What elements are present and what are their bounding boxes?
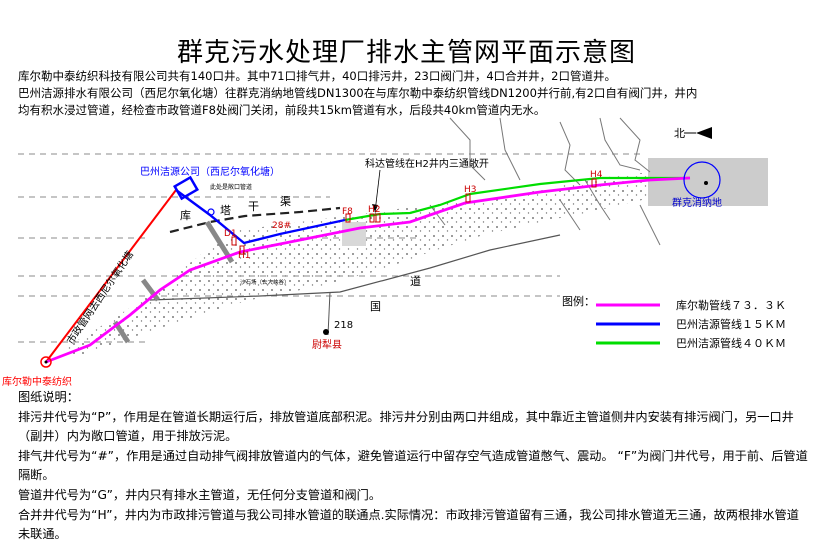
wells <box>231 178 597 255</box>
canal-char-3: 干 <box>248 200 259 213</box>
intro-line-2: 巴州洁源排水有限公司（西尼尔氧化塘）往群克消纳地管线DN1300在与库尔勒中泰纺… <box>18 86 698 100</box>
terrain-band <box>60 172 650 356</box>
county-dot <box>323 329 329 335</box>
legend-title: 图例： <box>562 294 595 308</box>
kuerle-plant-marker <box>40 356 52 368</box>
well-h1-label: H1 <box>238 251 251 261</box>
road-number: 218 <box>334 320 353 331</box>
qunke-site-marker <box>683 161 721 199</box>
road-char-1: 道 <box>410 274 421 288</box>
notes-paragraph-3: 管道井代号为“G”，井内只有排水主管道，无任何分支管道和阀门。 <box>18 487 382 502</box>
kuta-canal <box>169 206 341 234</box>
bazhou-40km-pipe <box>344 176 690 222</box>
well-labels: D1 H1 28# F8 H2 H3 H4 <box>224 170 603 261</box>
pipeline-map: 北 巴州洁源公司（西尼尔氧化塘） 库尔勒中泰纺织 群克消纳地 科达管线在H2井内… <box>2 117 786 388</box>
well-h2-mark-a <box>369 213 375 223</box>
open-pipe-note: 此处是敞口管道 <box>210 183 252 191</box>
sand-site-label: 沙石场（去大峡谷） <box>240 278 290 286</box>
bazhou-15km-pipe <box>175 189 346 245</box>
well-h3-mark <box>465 193 471 203</box>
open-pipe-well <box>207 208 215 216</box>
gully-lines <box>429 117 661 246</box>
kuerle-pipe <box>45 176 691 364</box>
well-f8-mark <box>345 213 351 223</box>
well-h2-mark-b <box>375 213 381 223</box>
well-h3-label: H3 <box>464 185 477 195</box>
well-h2-label: H2 <box>368 205 381 215</box>
legend-label-bazhou-15: 巴州洁源管线１５ＫＭ <box>676 317 786 331</box>
qunke-site-dot <box>704 181 708 185</box>
legend-label-kuerle: 库尔勒管线７３．３Ｋ <box>676 298 786 312</box>
canal-char-4: 渠 <box>280 195 291 208</box>
county-label: 尉犁县 <box>312 338 342 351</box>
well-h4-label: H4 <box>590 170 603 180</box>
highway-line <box>149 234 561 301</box>
bazhou-company-label: 巴州洁源公司（西尼尔氧化塘） <box>140 165 280 178</box>
keda-note: 科达管线在H2井内三通敞开 <box>365 157 489 170</box>
well-28-label: 28# <box>272 221 291 231</box>
well-h4-mark <box>591 178 597 188</box>
page-title: 群克污水处理厂排水主管网平面示意图 <box>176 38 636 68</box>
drawing-notes: 图纸说明： 排污井代号为“P”，作用是在管道长期运行后，排放管道底部积泥。排污井… <box>18 388 810 545</box>
canal-char-2: 塔 <box>220 204 231 217</box>
north-label: 北 <box>674 127 685 140</box>
north-arrow-icon <box>696 127 712 139</box>
bazhou-facility-box <box>172 175 200 201</box>
well-f8-label: F8 <box>342 207 353 217</box>
qunke-zone <box>648 158 768 206</box>
well-h1-mark <box>239 245 245 255</box>
notes-paragraph-4: 合并井代号为“H”，井内为市政排污管道与我公司排水管道的联通点.实际情况：市政排… <box>18 507 799 542</box>
canal-char-1: 库 <box>180 209 191 222</box>
legend-label-bazhou-40: 巴州洁源管线４０ＫＭ <box>676 336 786 350</box>
notes-heading: 图纸说明： <box>18 390 79 404</box>
well-d1-label: D1 <box>224 229 237 239</box>
kuerle-plant-label: 库尔勒中泰纺织 <box>2 375 72 388</box>
intro-text: 库尔勒中泰纺织科技有限公司共有140口井。其中71口排气井，40口排污井，23口… <box>18 68 808 119</box>
notes-paragraph-2: 排气井代号为“#”，作用是通过自动排气阀排放管道内的气体，避免管道运行中留存空气… <box>18 448 808 483</box>
notes-paragraph-1: 排污井代号为“P”，作用是在管道长期运行后，排放管道底部积泥。排污井分别由两口井… <box>18 409 794 444</box>
keda-arrowhead <box>372 204 378 212</box>
legend: 图例： 库尔勒管线７３．３Ｋ 巴州洁源管线１５ＫＭ 巴州洁源管线４０ＫＭ <box>562 294 786 350</box>
intro-line-1: 库尔勒中泰纺织科技有限公司共有140口井。其中71口排气井，40口排污井，23口… <box>18 69 616 83</box>
road-char-2: 国 <box>370 300 381 313</box>
qunke-site-label: 群克消纳地 <box>672 196 722 209</box>
well-d1-mark <box>231 236 237 246</box>
municipal-pipe <box>45 189 177 363</box>
f8-zone <box>342 222 366 246</box>
kuerle-plant-dot <box>44 360 48 364</box>
county-road <box>327 291 331 336</box>
intro-line-3: 均有积水浸过管道，经检查市政管道F8处阀门关闭，前段共15km管道有水，后段共4… <box>18 103 546 117</box>
